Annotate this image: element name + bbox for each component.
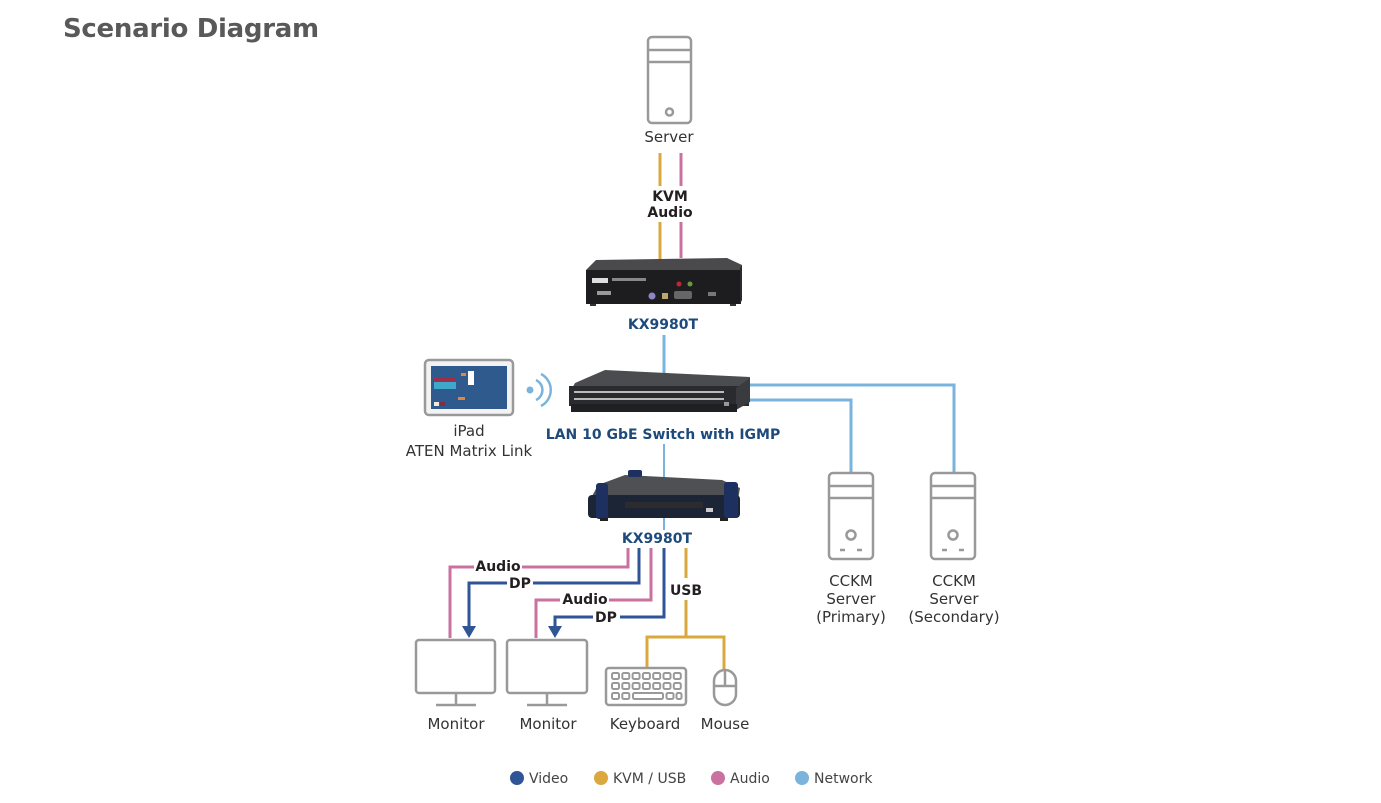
mon1-audio-line <box>522 548 630 569</box>
legend-swatch-kvm-usb <box>594 771 608 785</box>
mon2-dp-label: DP <box>595 610 617 626</box>
legend-label-network: Network <box>814 771 873 787</box>
keyboard-key <box>672 682 682 690</box>
usb-label: USB <box>670 583 702 599</box>
receiver-label: KX9980T <box>622 531 693 547</box>
keyboard-icon <box>604 666 688 707</box>
cckm-primary-label-3: (Primary) <box>816 608 886 626</box>
monitor-1-icon <box>414 638 497 707</box>
mon1-audio-label: Audio <box>475 559 521 575</box>
network-line-cckm-primary <box>735 398 853 473</box>
ipad-app-label: ATEN Matrix Link <box>406 442 533 460</box>
server-tower-icon <box>646 35 693 125</box>
server-kvm-label: KVM <box>652 189 688 205</box>
keyboard-key <box>621 692 631 700</box>
wifi-signal-icon <box>526 372 552 408</box>
keyboard-key <box>675 692 683 700</box>
monitor-2-icon <box>505 638 589 707</box>
cckm-secondary-label-1: CCKM <box>932 572 976 590</box>
mon2-audio-line <box>609 548 653 602</box>
mon2-dp-line <box>620 548 666 619</box>
keyboard-key <box>631 672 641 680</box>
keyboard-key <box>641 682 651 690</box>
keyboard-key <box>621 672 631 680</box>
mon2-dp-line-2 <box>553 615 594 630</box>
mon1-dp-line <box>533 548 641 585</box>
legend-item-network: Network <box>795 771 873 787</box>
mouse-label: Mouse <box>701 715 750 733</box>
keyboard-key <box>611 672 620 680</box>
server-label: Server <box>644 128 694 146</box>
transmitter-label: KX9980T <box>628 317 699 333</box>
usb-line-mouse <box>686 635 726 670</box>
server-audio-label: Audio <box>647 205 693 221</box>
kvm-extender-receiver-image <box>588 470 740 521</box>
mon1-dp-line-2 <box>467 581 508 630</box>
ipad-label: iPad <box>453 422 484 440</box>
legend-item-video: Video <box>510 771 568 787</box>
mon1-audio-line-2 <box>448 565 475 638</box>
legend-label-video: Video <box>529 771 568 787</box>
monitor-2-label: Monitor <box>519 715 577 733</box>
keyboard-spacebar <box>632 692 664 700</box>
kvm-extender-transmitter-image <box>586 258 742 306</box>
usb-line-bottom <box>645 600 688 668</box>
mon2-audio-line-2 <box>534 598 560 638</box>
keyboard-key <box>665 692 675 700</box>
keyboard-key <box>672 672 682 680</box>
keyboard-key <box>621 682 631 690</box>
cckm-primary-label-1: CCKM <box>829 572 873 590</box>
keyboard-label: Keyboard <box>610 715 681 733</box>
keyboard-key <box>611 682 620 690</box>
mon1-dp-label: DP <box>509 576 531 592</box>
keyboard-key <box>662 682 672 690</box>
cckm-secondary-label-3: (Secondary) <box>908 608 999 626</box>
cckm-primary-server-icon <box>827 471 875 561</box>
legend-swatch-audio <box>711 771 725 785</box>
legend-item-kvm-usb: KVM / USB <box>594 771 686 787</box>
legend-swatch-network <box>795 771 809 785</box>
mon2-audio-label: Audio <box>562 592 608 608</box>
switch-label: LAN 10 GbE Switch with IGMP <box>546 427 780 443</box>
cckm-secondary-label-2: Server <box>929 590 979 608</box>
keyboard-key <box>652 682 662 690</box>
mon1-dp-arrowhead <box>462 626 476 638</box>
keyboard-key <box>652 672 662 680</box>
keyboard-key <box>631 682 641 690</box>
mon2-dp-arrowhead <box>548 626 562 638</box>
keyboard-key <box>641 672 651 680</box>
cckm-primary-label-2: Server <box>826 590 876 608</box>
network-switch-image <box>569 370 750 412</box>
legend-label-audio: Audio <box>730 771 770 787</box>
network-line-cckm-secondary <box>748 383 956 473</box>
cckm-secondary-server-icon <box>929 471 977 561</box>
mouse-icon <box>712 668 738 707</box>
monitor-1-label: Monitor <box>427 715 485 733</box>
keyboard-key <box>611 692 620 700</box>
tablet-icon <box>423 358 515 417</box>
connections <box>448 153 956 670</box>
legend: Video KVM / USB Audio Network <box>510 771 873 787</box>
legend-label-kvm-usb: KVM / USB <box>613 771 686 787</box>
keyboard-key <box>662 672 672 680</box>
legend-swatch-video <box>510 771 524 785</box>
legend-item-audio: Audio <box>711 771 770 787</box>
page-title: Scenario Diagram <box>63 14 319 44</box>
